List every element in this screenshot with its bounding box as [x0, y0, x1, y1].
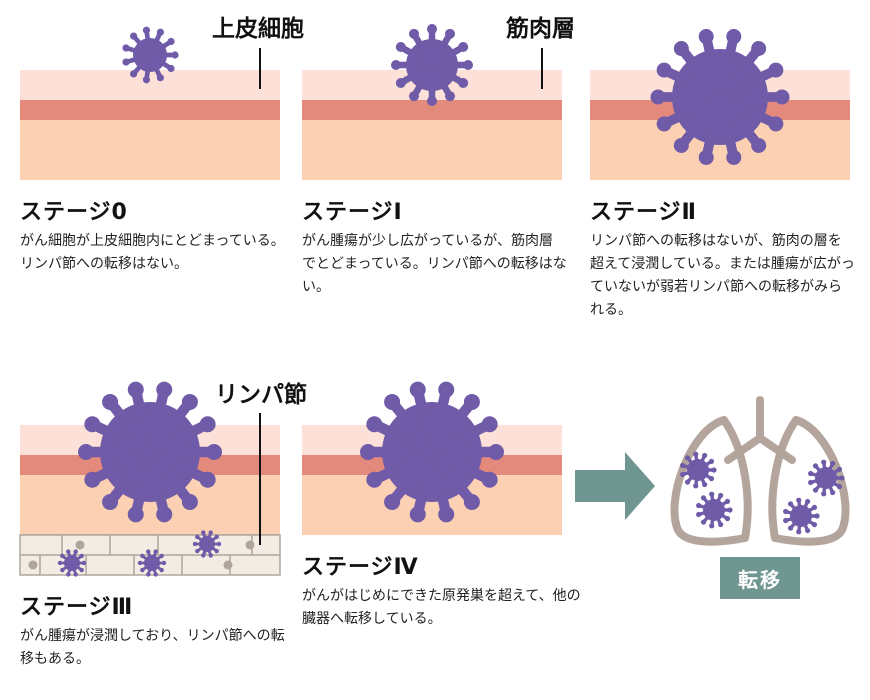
lymph-dot	[75, 540, 85, 550]
metastasis-arrow	[575, 452, 655, 520]
stage-0-description: がん細胞が上皮細胞内にとどまっている。リンパ節への転移はない。	[20, 233, 285, 272]
stage-3-description: がん腫瘍が浸潤しており、リンパ節への転移もある。	[20, 628, 285, 667]
lung-metastasis-cell	[680, 451, 717, 489]
lymph-node-label: リンパ節	[215, 381, 307, 408]
lung-metastasis-cell	[696, 491, 733, 529]
tumor-stage-1	[391, 24, 473, 106]
tumor-stage-0	[122, 26, 179, 84]
stage-2-description: リンパ節への転移はないが、筋肉の層を超えて浸潤している。または腫瘍が広がっていな…	[590, 233, 855, 318]
lung-metastasis-cell	[783, 497, 820, 535]
lymph-dot	[223, 560, 233, 570]
tumor-stage-4	[360, 381, 504, 523]
stage-3-title: ステージⅢ	[20, 595, 134, 620]
lymph-metastasis-cell	[192, 530, 222, 558]
stage-0-title: ステージ0	[20, 200, 128, 225]
tissue-stage-1	[302, 70, 562, 180]
cancer-cells	[57, 24, 845, 577]
lymph-dot	[245, 540, 255, 550]
muscle-layer-label: 筋肉層	[506, 15, 575, 42]
tumor-stage-3	[78, 381, 222, 523]
tissue-stage-0	[20, 70, 280, 180]
stage-1-title: ステージⅠ	[302, 200, 403, 225]
lung-metastasis-cell	[808, 459, 845, 497]
stage-4-title: ステージⅣ	[302, 555, 419, 580]
stage-4-description: がんがはじめにできた原発巣を超えて、他の臓器へ転移している。	[302, 588, 581, 627]
metastasis-badge: 転移	[720, 557, 800, 599]
epithelium-label: 上皮細胞	[212, 15, 304, 42]
stage-1-description: がん腫瘍が少し広がっているが、筋肉層でとどまっている。リンパ節への転移はない。	[302, 233, 567, 295]
lymph-dot	[28, 560, 38, 570]
lymph-metastasis-cell	[57, 549, 87, 577]
stage-2-title: ステージⅡ	[590, 200, 698, 225]
lymph-metastasis-cell	[137, 549, 167, 577]
tumor-stage-2	[650, 29, 790, 165]
